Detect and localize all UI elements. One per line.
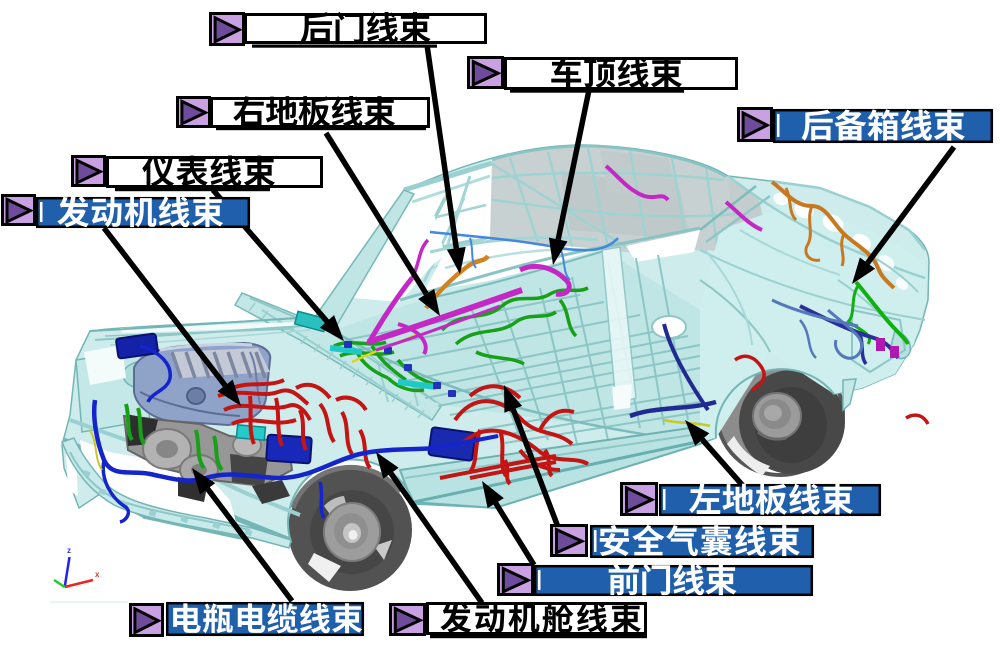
svg-text:z: z — [67, 546, 71, 555]
svg-text:x: x — [95, 570, 100, 579]
